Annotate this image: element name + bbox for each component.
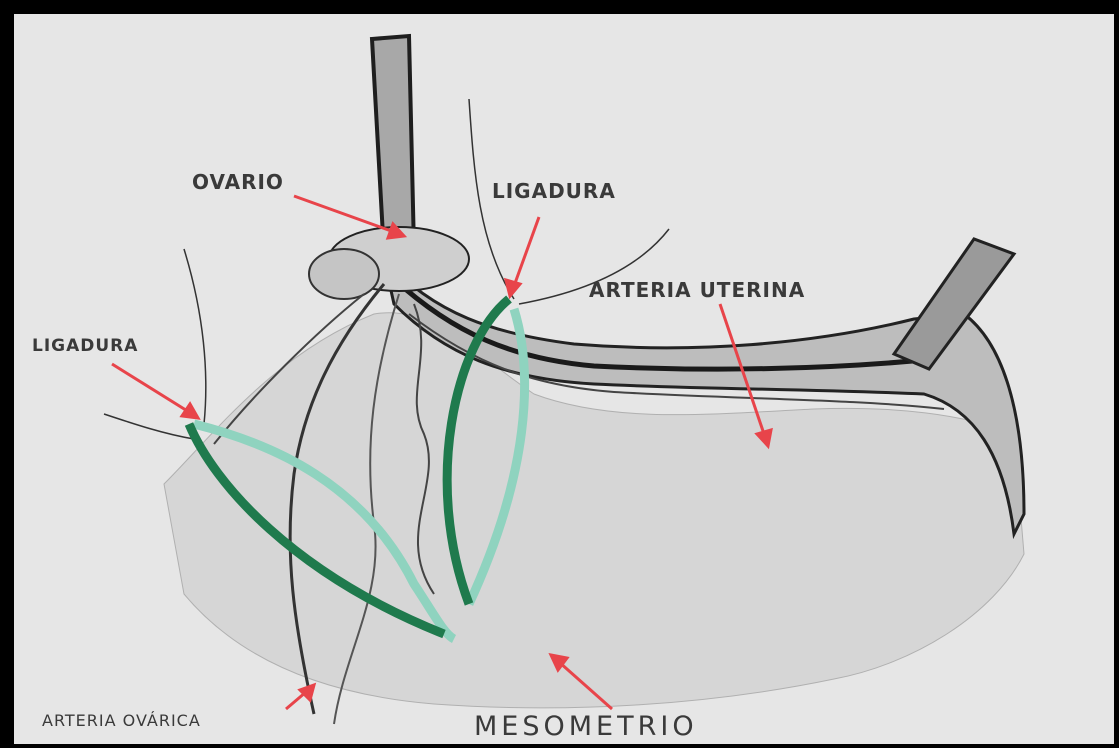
label-arteria-uterina: ARTERIA UTERINA <box>589 278 805 302</box>
arrow-ligadura-left <box>112 364 198 418</box>
label-ligadura-top: LIGADURA <box>492 179 616 203</box>
suspensory-line <box>184 249 206 424</box>
anatomy-drawing <box>14 14 1114 744</box>
oviduct <box>372 36 414 254</box>
label-ligadura-left: LIGADURA <box>32 336 138 356</box>
suspensory-line-4 <box>104 414 194 439</box>
label-ovario: OVARIO <box>192 170 284 194</box>
label-mesometrio: MESOMETRIO <box>474 711 698 742</box>
arrow-arteria-ovarica <box>286 685 314 709</box>
arrow-ligadura-top <box>506 217 539 296</box>
label-arteria-ovarica: ARTERIA OVÁRICA <box>42 711 201 730</box>
diagram-frame: OVARIO LIGADURA ARTERIA UTERINA LIGADURA… <box>14 14 1114 744</box>
ovary-lobe <box>309 249 379 299</box>
